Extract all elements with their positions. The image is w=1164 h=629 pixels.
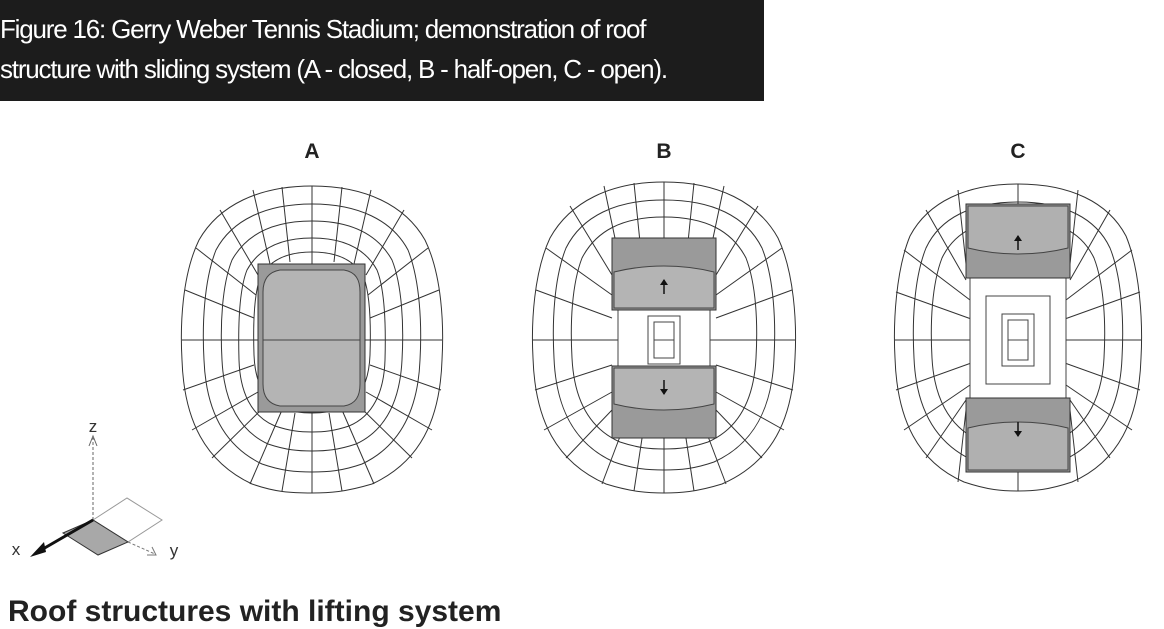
- caption-line-1: Figure 16: Gerry Weber Tennis Stadium; d…: [0, 14, 646, 44]
- caption-line-2: structure with sliding system (A - close…: [0, 54, 668, 84]
- roof-lower-b: [611, 365, 717, 439]
- roof-lower-c: [965, 397, 1071, 473]
- court-b: [617, 305, 711, 371]
- stadium-roof-figure: A B: [12, 140, 1143, 560]
- roof-upper-c: [965, 203, 1071, 279]
- court-c: [969, 277, 1067, 401]
- panel-b: B: [531, 140, 797, 494]
- axis-label-x: x: [12, 540, 21, 559]
- roof-closed-a: [257, 263, 366, 413]
- roof-upper-b: [611, 237, 717, 311]
- panel-a: A: [180, 140, 444, 494]
- panel-label-c: C: [1010, 140, 1025, 163]
- figure-caption: Figure 16: Gerry Weber Tennis Stadium; d…: [0, 0, 764, 101]
- axis-label-y: y: [170, 541, 179, 560]
- panel-c: C: [893, 140, 1143, 492]
- axis-label-z: z: [89, 417, 98, 436]
- stadium-grid-b: [531, 181, 797, 494]
- panel-label-b: B: [656, 140, 671, 163]
- axis-indicator: z x y: [12, 417, 179, 560]
- panel-label-a: A: [304, 140, 319, 163]
- section-heading: Roof structures with lifting system: [8, 595, 502, 628]
